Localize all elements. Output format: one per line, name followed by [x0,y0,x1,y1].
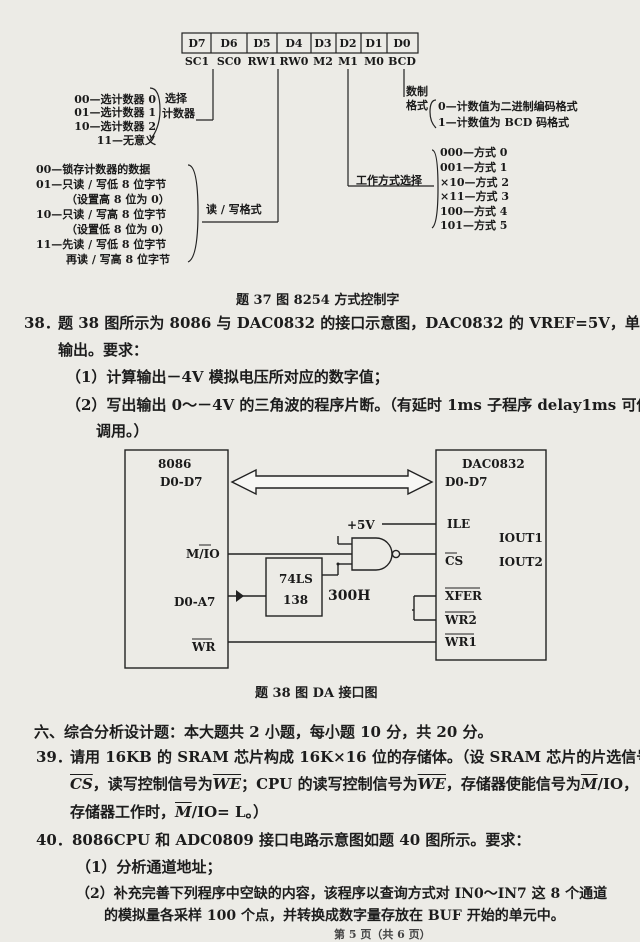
q38-number: 38． [24,314,60,332]
rw-option-3-note: 再读 / 写高 8 位字节 [66,252,170,266]
q40-number: 40． [36,831,72,849]
q38-line1: 题 38 图所示为 8086 与 DAC0832 的接口示意图，DAC0832 … [58,314,640,332]
q39-line2-part-a: ，读写控制信号为 [92,775,213,793]
signal-m: M [580,775,598,793]
q39-line2-part-b: ；CPU 的读写控制信号为 [241,775,418,793]
field-bcd: BCD [388,55,416,68]
bcd-option-0: 0—计数值为二进制编码格式 [438,99,578,113]
q40-item1: （1）分析通道地址； [76,858,222,876]
q39-line2-part-d: /IO， [597,775,639,793]
q38-item2-line2: 调用。） [96,422,149,440]
field-m0: M0 [364,55,384,68]
chip-8086-label: 8086 [158,457,191,471]
sc-option-1: 01—选计数器 1 [74,105,156,119]
dac-pin-ile: ILE [447,517,470,531]
mode-option-2: ×10—方式 2 [440,175,509,189]
signal-we-sram: WE [212,775,242,793]
chip-8086-pin-wr: WR [191,640,216,654]
q39-line3-part-b: /IO= L。） [191,803,269,821]
mode-option-0: 000—方式 0 [440,145,508,159]
dac-pin-wr2: WR2 [444,613,477,627]
field-sc0: SC0 [217,55,242,68]
q40-item2-line1: （2）补充完善下列程序中空缺的内容，该程序以查询方式对 IN0～IN7 这 8 … [76,886,608,902]
q38-line2: 输出。要求： [58,341,149,359]
bit-d4: D4 [285,37,303,50]
field-rw1: RW1 [248,55,277,68]
sc-label-line1: 选择 [165,91,188,105]
signal-m-2: M [175,803,192,821]
figure-38-caption: 题 38 图 DA 接口图 [255,686,378,701]
signal-we-cpu: WE [417,775,446,793]
q38-item1: （1）计算输出－4V 模拟电压所对应的数字值； [66,368,389,386]
bit-d5: D5 [253,37,270,50]
dac-pin-cs: CS [445,554,463,568]
field-sc1: SC1 [185,55,209,68]
bit-d3: D3 [314,37,331,50]
chip-8086-pin-mio: M/IO [186,547,220,561]
vcc-label: +5V [347,518,375,532]
bit-d1: D1 [365,37,382,50]
rw-option-3: 11—先读 / 写低 8 位字节 [36,237,166,251]
dac-pin-xfer: XFER [445,589,483,603]
bit-d2: D2 [339,37,356,50]
section-6-title: 六、综合分析设计题：本大题共 2 小题，每小题 10 分，共 20 分。 [34,723,493,741]
rw-option-1-note: （设置高 8 位为 0） [66,192,170,206]
bcd-option-1: 1—计数值为 BCD 码格式 [438,115,569,129]
bit-d7: D7 [188,37,205,50]
bcd-label-line2: 格式 [406,98,428,112]
figure-38-diagram: 8086 D0-D7 M/IO D0-A7 WR DAC0832 D0-D7 I… [124,449,547,669]
q40-line1: 8086CPU 和 ADC0809 接口电路示意图如题 40 图所示。要求： [72,831,531,849]
q39-line1: 请用 16KB 的 SRAM 芯片构成 16K×16 位的存储体。（设 SRAM… [70,748,640,766]
mode-label: 工作方式选择 [356,173,423,187]
chip-8086-pin-d0d7: D0-D7 [160,475,203,489]
dac-pin-d0d7: D0-D7 [445,475,488,489]
figure-37-diagram: D7 D6 D5 D4 D3 D2 D1 D0 SC1 SC0 RW1 RW0 … [36,32,578,266]
field-m2: M2 [313,55,333,68]
decoder-label-line2: 138 [283,593,308,607]
q38-item2-line1: （2）写出输出 0～－4V 的三角波的程序片断。（有延时 1ms 子程序 del… [66,396,640,414]
dac-pin-iout2: IOUT2 [499,555,543,569]
dac-label: DAC0832 [462,457,525,471]
mode-option-1: 001—方式 1 [440,160,507,174]
bit-d6: D6 [220,37,238,50]
figure-37-caption-text: 题 37 图 8254 方式控制字 [236,293,400,308]
rw-option-2: 10—只读 / 写高 8 位字节 [36,207,166,221]
q39-line2-part-c: ，存储器使能信号为 [445,775,581,793]
sc-option-2: 10—选计数器 2 [74,119,156,133]
q40-item2-line2: 的模拟量各采样 100 个点，并转换成数字量存放在 BUF 开始的单元中。 [104,908,565,924]
mode-option-5: 101—方式 5 [440,218,507,232]
address-label: 300H [328,588,370,604]
sc-option-0: 00—选计数器 0 [74,92,156,106]
signal-cs: CS [70,775,93,793]
dac-pin-wr1: WR1 [444,635,477,649]
q39-line3-part-a: 存储器工作时， [70,803,176,821]
decoder-label-line1: 74LS [279,572,313,586]
page-footer: 第 5 页（共 6 页） [334,928,431,941]
bcd-label-line1: 数制 [406,84,428,98]
q39-number: 39． [36,748,72,766]
mode-option-4: 100—方式 4 [440,204,508,218]
dac-pin-iout1: IOUT1 [499,531,543,545]
rw-label: 读 / 写格式 [206,202,262,216]
bit-d0: D0 [393,37,411,50]
rw-option-1: 01—只读 / 写低 8 位字节 [36,177,166,191]
sc-option-3: 11—无意义 [97,133,157,147]
field-m1: M1 [338,55,358,68]
chip-8086-pin-d0a7: D0-A7 [174,595,215,609]
rw-option-0: 00—锁存计数器的数据 [36,162,150,176]
q39-line3: 存储器工作时，M/IO= L。） [70,802,268,822]
mode-option-3: ×11—方式 3 [440,189,509,203]
field-rw0: RW0 [280,55,309,68]
q39-line2: CS，读写控制信号为WE；CPU 的读写控制信号为WE，存储器使能信号为M/IO… [70,774,638,794]
rw-option-2-note: （设置低 8 位为 0） [66,222,170,236]
sc-label-line2: 计数器 [162,106,196,120]
